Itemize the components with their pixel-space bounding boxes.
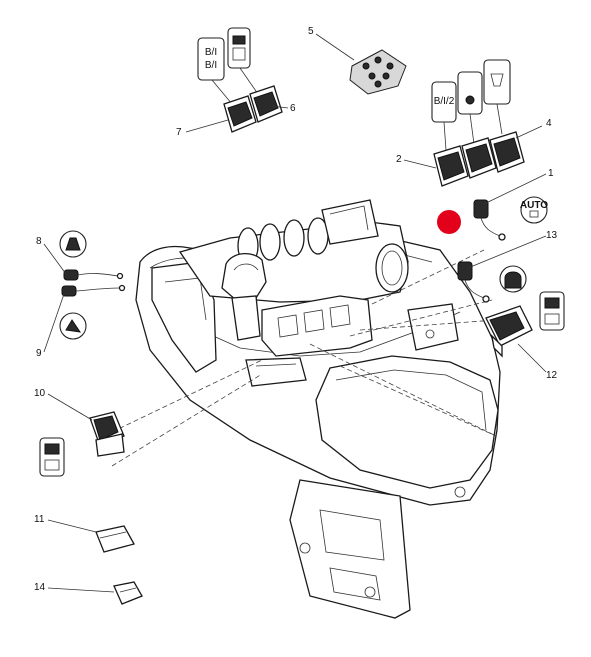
switch-icon-card-e (483, 59, 511, 105)
leader-lines (43, 33, 547, 593)
switch-icon-card-f (539, 291, 565, 331)
rocker-switch-part-2[interactable] (433, 145, 469, 187)
auto-icon: AUTO (520, 196, 548, 224)
rocker-switch-mid[interactable] (461, 137, 497, 179)
svg-text:AUTO: AUTO (520, 200, 548, 211)
rocker-switch-part-10[interactable] (89, 411, 125, 457)
armrest-console (135, 199, 501, 619)
rocker-switch-part-4[interactable] (489, 131, 525, 173)
svg-text:B/I: B/I (205, 47, 217, 58)
switch-icon-card-g (39, 437, 65, 477)
callout-12: 12 (546, 370, 558, 381)
connector-part-8[interactable] (61, 269, 126, 297)
icon-9 (59, 312, 87, 340)
callout-13: 13 (546, 230, 558, 241)
auto-button-part-1[interactable] (473, 199, 506, 241)
callout-1: 1 (548, 168, 554, 179)
callout-8: 8 (36, 236, 42, 247)
button-13-icon (499, 265, 527, 293)
clip-part-14[interactable] (113, 581, 143, 605)
rocker-switch-part-6[interactable] (249, 85, 283, 123)
assembly-guide-lines (111, 249, 497, 467)
icon-8 (59, 230, 87, 258)
cap-part-11[interactable] (95, 525, 135, 553)
svg-text:B/I: B/I (205, 60, 217, 71)
callout-4: 4 (546, 118, 552, 129)
switch-icon-card-b (227, 27, 251, 69)
callout-2: 2 (396, 154, 402, 165)
selection-marker[interactable] (437, 210, 461, 234)
button-part-13[interactable] (457, 261, 490, 303)
switch-icon-card-c: B/I/2 (431, 81, 457, 123)
svg-text:B/I/2: B/I/2 (434, 96, 455, 107)
keypad-part-5[interactable] (349, 49, 407, 95)
callout-7: 7 (176, 127, 182, 138)
callout-9: 9 (36, 348, 42, 359)
switch-icon-card-a: B/I B/I (197, 37, 225, 81)
rocker-switch-part-7[interactable] (223, 95, 257, 133)
callout-11: 11 (34, 514, 45, 525)
rocker-switch-part-12[interactable] (485, 305, 533, 358)
callout-14: 14 (34, 582, 46, 593)
switch-icon-card-d (457, 71, 483, 115)
callout-labels: 5 6 7 4 2 1 13 12 8 9 10 11 14 (34, 26, 558, 593)
callout-5: 5 (308, 26, 314, 37)
callout-10: 10 (34, 388, 46, 399)
callout-6: 6 (290, 103, 296, 114)
